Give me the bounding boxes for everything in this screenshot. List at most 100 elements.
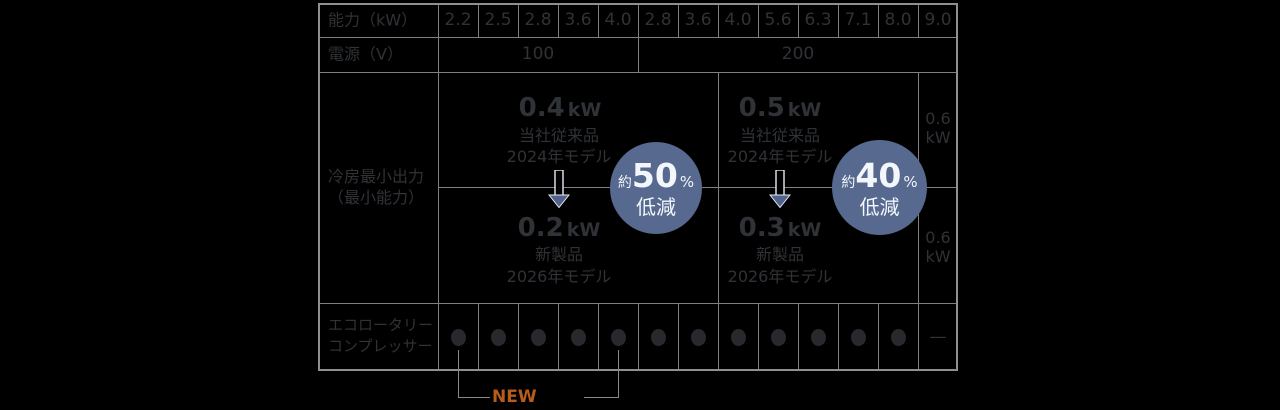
down-arrow-icon	[769, 170, 791, 208]
group1-after-note1: 新製品	[534, 245, 584, 264]
capacity-value-cell: 8.0	[884, 10, 912, 30]
capacity-value-cell: 5.6	[764, 10, 792, 30]
grid-line	[678, 303, 679, 369]
compressor-row-label-line2: コンプレッサー	[328, 337, 433, 355]
power-200-cell: 200	[781, 44, 815, 64]
capacity-value-cell: 3.6	[564, 10, 592, 30]
compressor-dot	[570, 329, 586, 346]
compressor-dot	[770, 329, 786, 346]
capacity-value-cell: 4.0	[604, 10, 632, 30]
last-col-top-value: 0.6	[925, 109, 951, 128]
compressor-dot	[650, 329, 666, 346]
grid-line	[320, 72, 956, 73]
badge-number: 50	[631, 155, 678, 195]
grid-line	[918, 5, 919, 37]
table-border-bottom	[318, 369, 958, 371]
capacity-value-cell: 4.0	[724, 10, 752, 30]
group2-before-note2: 2024年モデル	[727, 147, 833, 166]
last-col-bottom-unit: kW	[925, 247, 951, 266]
capacity-value-cell: 2.5	[484, 10, 512, 30]
group1-before-unit: kW	[567, 99, 602, 121]
compressor-dot	[490, 329, 506, 346]
grid-line	[798, 303, 799, 369]
group2-after-unit: kW	[787, 219, 822, 241]
grid-line	[758, 303, 759, 369]
grid-line	[758, 5, 759, 37]
compressor-dot	[530, 329, 546, 346]
new-connector-line	[584, 397, 619, 398]
power-100-cell: 100	[521, 44, 555, 64]
grid-line	[598, 5, 599, 37]
grid-line	[438, 5, 439, 369]
grid-line	[638, 303, 639, 369]
group1-before-note1: 当社従来品	[518, 126, 600, 145]
cooling-row-label-line1: 冷房最小出力	[328, 167, 425, 186]
grid-line	[878, 303, 879, 369]
table-border-top	[318, 3, 958, 5]
capacity-value-cell: 7.1	[844, 10, 872, 30]
grid-line	[478, 5, 479, 37]
grid-line	[838, 303, 839, 369]
last-col-top-unit: kW	[925, 128, 951, 147]
badge-percent: %	[679, 172, 695, 191]
table-border-right	[956, 3, 958, 371]
grid-line	[718, 72, 719, 303]
capacity-value-cell: 2.8	[644, 10, 672, 30]
grid-line	[518, 5, 519, 37]
group1-after-unit: kW	[566, 219, 601, 241]
compressor-dot	[690, 329, 706, 346]
capacity-value-cell: 9.0	[924, 10, 952, 30]
capacity-value-cell: 3.6	[684, 10, 712, 30]
badge-label: 低減	[859, 194, 900, 219]
compressor-dot	[810, 329, 826, 346]
cooling-row-label-line2: （最小能力）	[328, 188, 425, 207]
compressor-dot	[730, 329, 746, 346]
group1-before-note2: 2024年モデル	[506, 147, 612, 166]
badge-percent: %	[903, 172, 918, 191]
grid-line	[718, 5, 719, 37]
compressor-row-label: エコロータリー コンプレッサー	[328, 315, 433, 357]
compressor-dot	[610, 329, 626, 346]
compressor-dot	[850, 329, 866, 346]
group1-after-value: 0.2	[517, 213, 564, 243]
group1-before-value: 0.4	[518, 93, 565, 123]
compressor-no-support-dash: —	[929, 327, 947, 347]
grid-line	[558, 5, 559, 37]
group2-before-note1: 当社従来品	[739, 126, 821, 145]
grid-line	[678, 5, 679, 37]
group2-before-unit: kW	[787, 99, 822, 121]
power-row-label: 電源（V）	[328, 44, 403, 64]
grid-line	[798, 5, 799, 37]
grid-line	[518, 303, 519, 369]
cooling-row-label: 冷房最小出力 （最小能力）	[328, 166, 424, 208]
badge-label: 低減	[636, 194, 676, 219]
last-col-bottom-cell: 0.6 kW	[925, 228, 950, 266]
compressor-dot	[450, 329, 466, 346]
new-badge: NEW	[492, 387, 537, 407]
grid-line	[638, 5, 639, 72]
capacity-value-cell: 2.8	[524, 10, 552, 30]
grid-line	[878, 5, 879, 37]
compressor-dot	[890, 329, 906, 346]
grid-line	[598, 303, 599, 369]
grid-line	[718, 303, 719, 369]
group2-after-note2: 2026年モデル	[727, 267, 833, 286]
badge-number: 40	[855, 155, 902, 195]
grid-line	[838, 5, 839, 37]
badge-prefix: 約	[617, 174, 632, 191]
down-arrow-icon	[548, 170, 570, 208]
new-connector-line	[458, 397, 490, 398]
capacity-row-label: 能力（kW）	[328, 10, 418, 30]
new-connector-line	[458, 350, 459, 398]
grid-line	[478, 303, 479, 369]
grid-line	[558, 303, 559, 369]
